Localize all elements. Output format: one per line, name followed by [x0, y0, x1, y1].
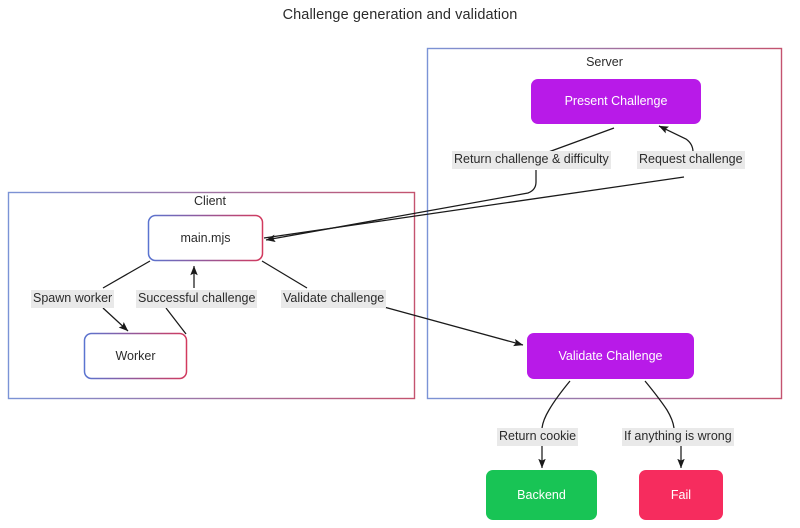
node-present-challenge[interactable]: Present Challenge [531, 79, 701, 124]
edge-label-request-challenge: Request challenge [637, 151, 745, 169]
node-backend[interactable]: Backend [486, 470, 597, 520]
node-main-mjs[interactable]: main.mjs [149, 216, 262, 260]
node-backend-label: Backend [517, 487, 566, 502]
edge-path-request-challenge [263, 176, 685, 239]
node-main-mjs-label: main.mjs [180, 230, 231, 245]
edge-path-spawn-worker-b [102, 307, 129, 332]
group-label-client: Client [164, 194, 256, 208]
node-validate-challenge-label: Validate Challenge [558, 348, 663, 363]
edge-path-if-wrong-a [644, 380, 675, 429]
edge-label-validate-challenge: Validate challenge [281, 290, 387, 308]
edge-path-return-cookie-a [541, 380, 571, 429]
node-worker-label: Worker [115, 348, 156, 363]
edge-label-return-cookie: Return cookie [497, 428, 579, 446]
edge-path-spawn-worker-a [102, 260, 151, 289]
node-fail[interactable]: Fail [639, 470, 723, 520]
edge-label-return-challenge: Return challenge & difficulty [452, 151, 611, 169]
edge-label-spawn-worker: Spawn worker [31, 290, 115, 308]
node-validate-challenge[interactable]: Validate Challenge [527, 333, 694, 379]
group-label-server: Server [557, 55, 652, 69]
page-title: Challenge generation and validation [282, 7, 518, 23]
edge-path-successful-a [165, 307, 187, 335]
edge-label-if-anything-is-wrong: If anything is wrong [622, 428, 734, 446]
node-fail-label: Fail [670, 487, 692, 502]
edge-path-return-challenge-b [265, 170, 537, 243]
node-worker[interactable]: Worker [85, 334, 186, 378]
edge-path-validate-a [261, 260, 308, 289]
edge-path-validate-b [383, 306, 524, 347]
node-present-challenge-label: Present Challenge [564, 94, 668, 108]
edge-label-successful-challenge: Successful challenge [136, 290, 258, 308]
